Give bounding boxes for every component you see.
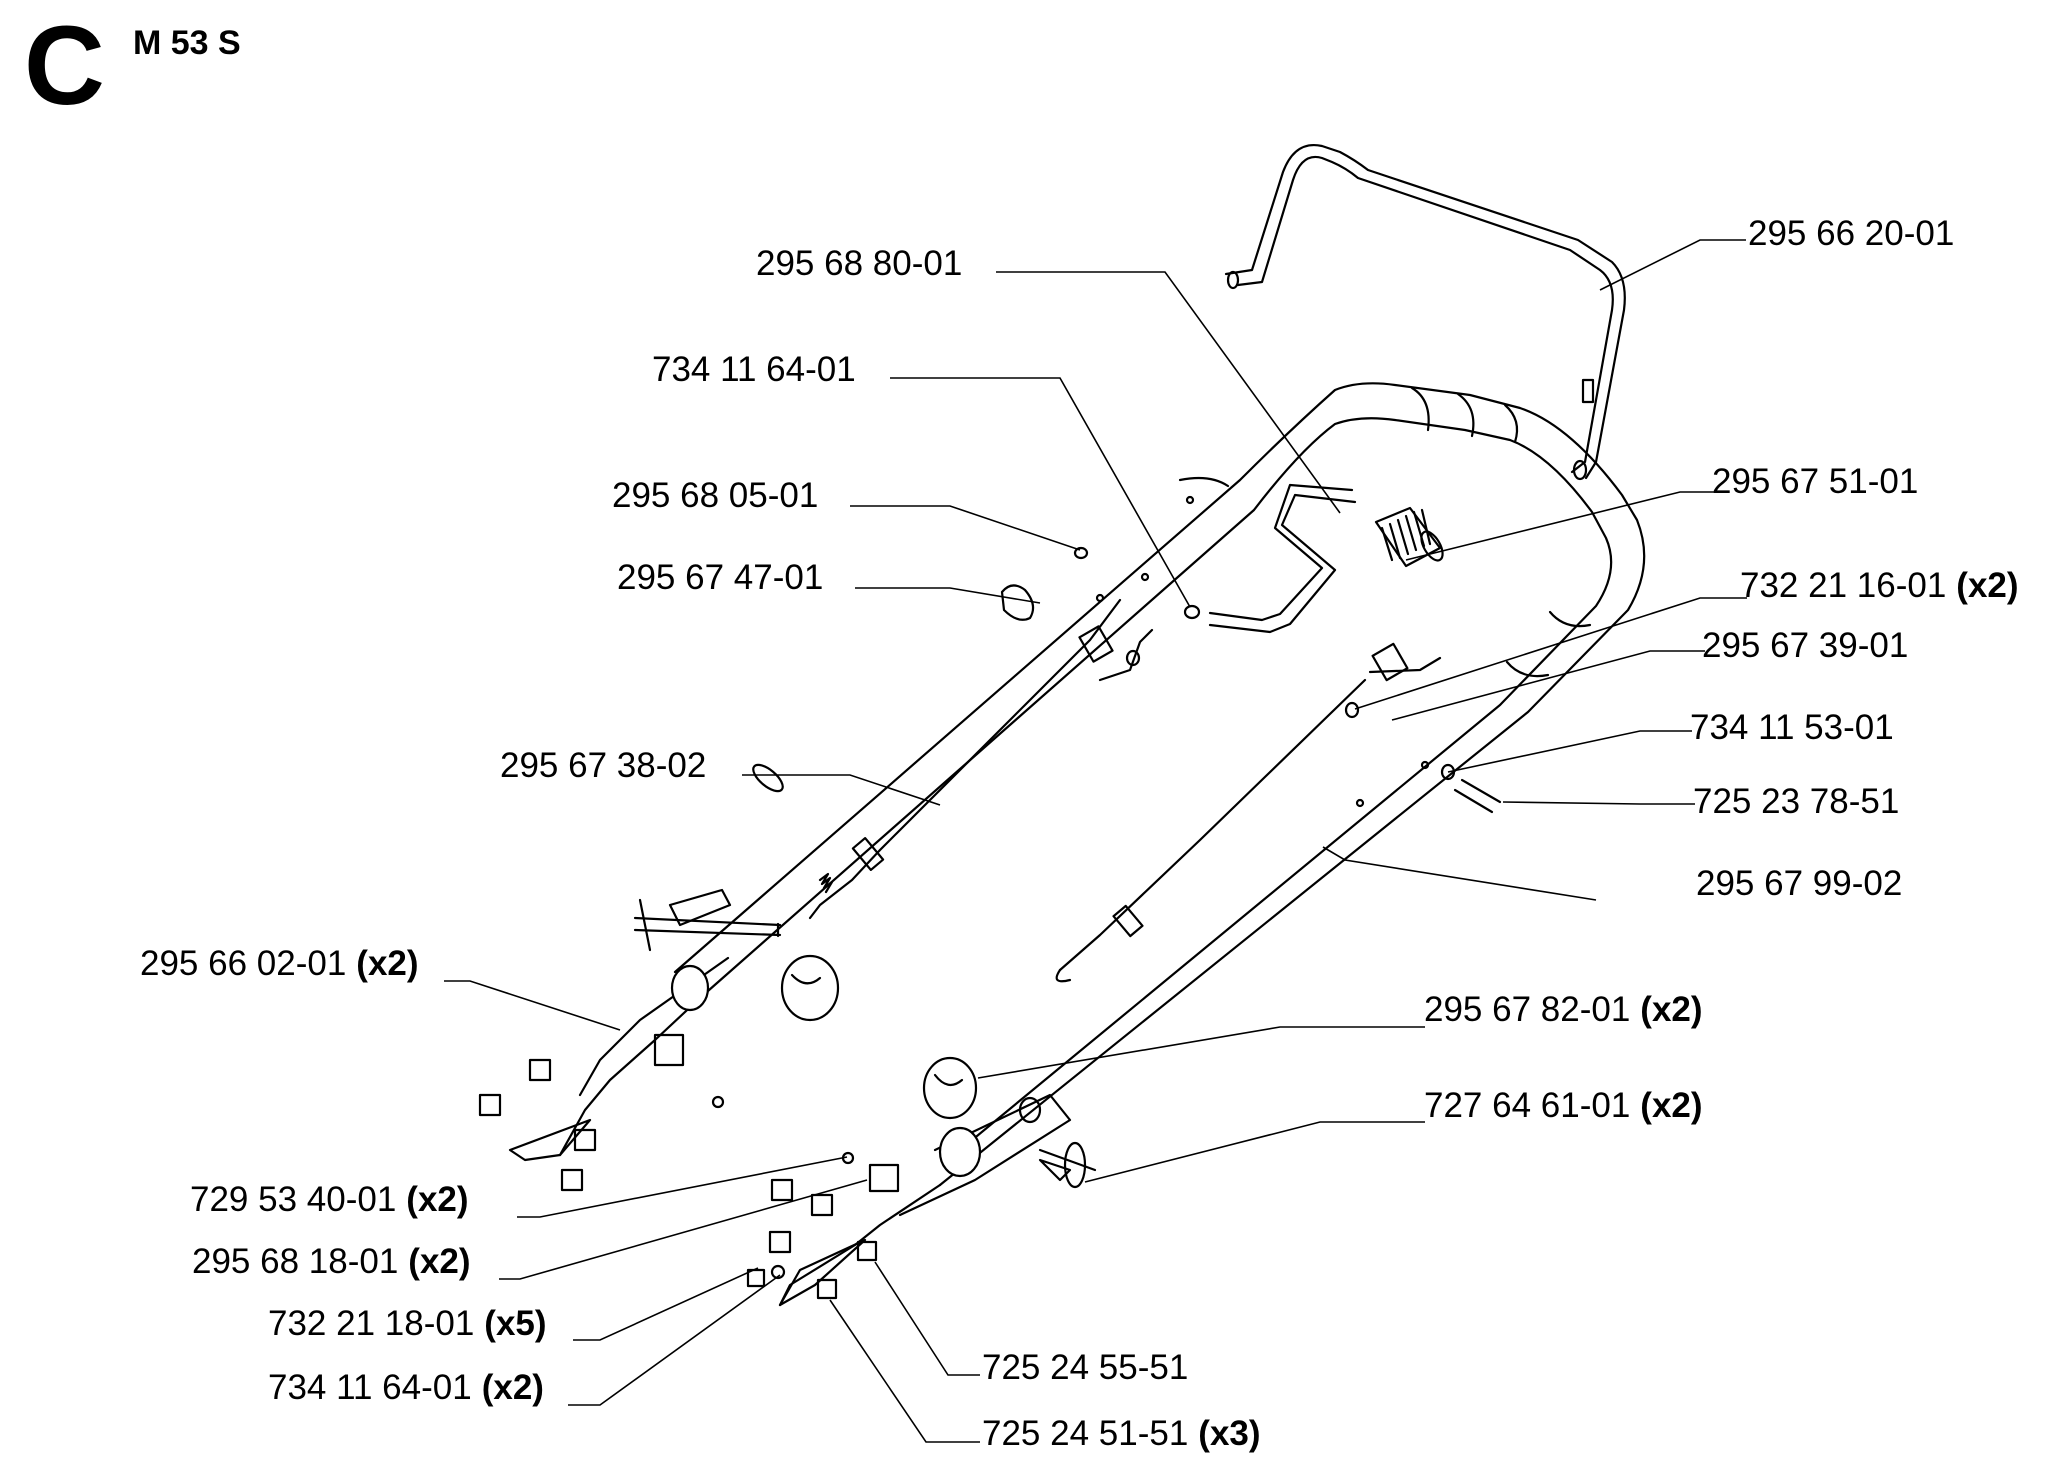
part-callout[interactable]: 295 67 38-02 [500, 748, 706, 783]
part-callout[interactable]: 725 24 55-51 [982, 1350, 1188, 1385]
main-handle-frame [673, 382, 1646, 1187]
part-quantity: (x2) [1640, 990, 1703, 1029]
part-callout[interactable]: 295 67 51-01 [1712, 464, 1918, 499]
part-callout[interactable]: 295 67 47-01 [617, 560, 823, 595]
part-quantity: (x5) [484, 1304, 547, 1343]
part-number: 734 11 64-01 [652, 350, 856, 389]
part-number: 295 68 18-01 [192, 1242, 399, 1281]
part-callout[interactable]: 734 11 53-01 [1690, 710, 1894, 745]
part-number: 732 21 16-01 [1740, 566, 1947, 605]
part-callout[interactable]: 725 23 78-51 [1693, 784, 1899, 819]
part-callout[interactable]: 727 64 61-01(x2) [1424, 1088, 1703, 1123]
part-callout[interactable]: 295 67 99-02 [1696, 866, 1902, 901]
part-number: 295 67 47-01 [617, 558, 824, 597]
part-number: 295 67 51-01 [1712, 462, 1919, 501]
part-number: 729 53 40-01 [190, 1180, 397, 1219]
part-callout[interactable]: 732 21 16-01(x2) [1740, 568, 2019, 603]
part-number: 295 66 20-01 [1748, 214, 1955, 253]
part-callout[interactable]: 734 11 64-01 [652, 352, 856, 387]
part-number: 734 11 53-01 [1690, 708, 1894, 747]
part-quantity: (x3) [1198, 1414, 1261, 1453]
part-callout[interactable]: 295 67 82-01(x2) [1424, 992, 1703, 1027]
control-bail [1224, 143, 1626, 481]
part-number: 725 24 55-51 [982, 1348, 1189, 1387]
part-number: 295 66 02-01 [140, 944, 347, 983]
lower-handle-left [508, 888, 732, 1162]
part-quantity: (x2) [406, 1180, 469, 1219]
part-callout[interactable]: 295 68 18-01(x2) [192, 1244, 471, 1279]
part-number: 727 64 61-01 [1424, 1086, 1631, 1125]
part-callout[interactable]: 295 68 05-01 [612, 478, 818, 513]
part-callout[interactable]: 725 24 51-51(x3) [982, 1416, 1261, 1451]
part-number: 732 21 18-01 [268, 1304, 475, 1343]
grip-sleeve [1374, 506, 1444, 568]
part-callout[interactable]: 295 66 02-01(x2) [140, 946, 419, 981]
part-callout[interactable]: 729 53 40-01(x2) [190, 1182, 469, 1217]
part-callout[interactable]: 734 11 64-01(x2) [268, 1370, 544, 1405]
part-quantity: (x2) [1640, 1086, 1703, 1125]
brake-lever [1208, 483, 1357, 634]
part-callout[interactable]: 295 66 20-01 [1748, 216, 1954, 251]
part-quantity: (x2) [481, 1368, 544, 1407]
part-callout[interactable]: 295 67 39-01 [1702, 628, 1908, 663]
part-quantity: (x2) [1956, 566, 2019, 605]
cables [808, 598, 1442, 983]
small-hardware [478, 546, 1502, 1300]
part-number: 295 67 39-01 [1702, 626, 1909, 665]
part-quantity: (x2) [408, 1242, 471, 1281]
part-callout[interactable]: 732 21 18-01(x5) [268, 1306, 547, 1341]
part-number: 295 67 82-01 [1424, 990, 1631, 1029]
part-number: 295 68 05-01 [612, 476, 819, 515]
part-quantity: (x2) [356, 944, 419, 983]
part-number: 295 67 99-02 [1696, 864, 1903, 903]
section-letter: C [24, 3, 105, 128]
lower-handle-right [778, 1093, 1072, 1307]
part-number: 295 67 38-02 [500, 746, 707, 785]
leader-lines [444, 239, 1747, 1443]
model-title: M 53 S [133, 24, 241, 62]
part-callout[interactable]: 295 68 80-01 [756, 246, 962, 281]
part-number: 734 11 64-01 [268, 1368, 472, 1407]
part-number: 725 24 51-51 [982, 1414, 1189, 1453]
part-number: 295 68 80-01 [756, 244, 963, 283]
part-number: 725 23 78-51 [1693, 782, 1900, 821]
